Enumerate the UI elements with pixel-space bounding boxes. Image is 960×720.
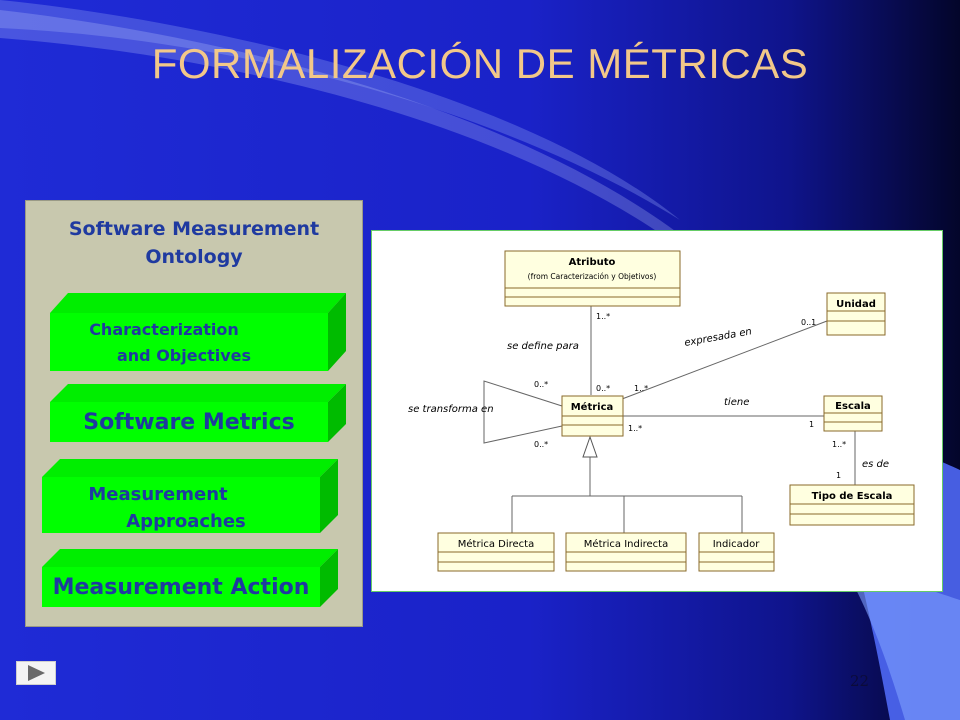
page-number: 22 [850, 672, 870, 690]
box-measurement-action-label: Measurement Action [52, 575, 310, 600]
class-unidad-box [826, 292, 886, 336]
box-characterization-line2: and Objectives [116, 346, 252, 365]
slide-title: FORMALIZACIÓN DE MÉTRICAS [151, 40, 809, 87]
generalization-arrow [582, 435, 598, 458]
box-measurement-approaches-line1: Measurement [88, 484, 228, 505]
assoc-label-expresada-en: expresada en [684, 326, 753, 349]
next-slide-button[interactable] [16, 661, 56, 685]
uml-diagram-panel: Atributo (from Caracterización y Objetiv… [371, 230, 943, 592]
triangle-right-icon [28, 665, 45, 681]
class-indicador-name: Indicador [713, 539, 761, 550]
class-tipo-escala-box [789, 484, 915, 526]
box-measurement-approaches-line2: Approaches [126, 511, 246, 532]
mult-metrica-unidad-start: 1..* [634, 384, 648, 393]
ontology-title-line1: Software Measurement [68, 218, 320, 240]
ontology-title: Software Measurement Ontology [26, 215, 362, 271]
class-tipo-escala-name: Tipo de Escala [812, 491, 893, 502]
class-escala-name: Escala [835, 401, 871, 412]
assoc-self [483, 380, 563, 444]
class-metrica-directa-name: Métrica Directa [458, 538, 534, 550]
mult-atributo-metrica-bottom: 0..* [596, 384, 610, 393]
box-software-metrics-label: Software Metrics [83, 410, 295, 435]
box-characterization-line1: Characterization [89, 320, 239, 339]
box-measurement-approaches-shape [42, 459, 338, 533]
mult-self-top: 0..* [534, 380, 548, 389]
mult-metrica-unidad-end: 0..1 [801, 318, 816, 327]
class-atributo-stereo: (from Caracterización y Objetivos) [528, 272, 657, 281]
mult-metrica-escala-end: 1 [809, 420, 814, 429]
assoc-metrica-unidad [621, 320, 828, 400]
box-characterization-shape [50, 293, 346, 371]
box-measurement-action-shape [42, 549, 338, 607]
assoc-label-tiene: tiene [724, 397, 749, 408]
class-metrica-name: Métrica [571, 401, 614, 413]
class-metrica-indirecta-name: Métrica Indirecta [584, 538, 668, 550]
mult-self-bottom: 0..* [534, 440, 548, 449]
uml-diagram: Atributo (from Caracterización y Objetiv… [408, 250, 915, 572]
box-software-metrics-shape [50, 384, 346, 442]
mult-atributo-metrica-top: 1..* [596, 312, 610, 321]
assoc-label-se-define-para: se define para [507, 341, 579, 352]
ontology-panel: Software Measurement Ontology Characteri… [25, 200, 363, 627]
mult-escala-tipo-top: 1..* [832, 440, 846, 449]
mult-metrica-escala-start: 1..* [628, 424, 642, 433]
ontology-title-line2: Ontology [145, 246, 243, 268]
assoc-label-se-transforma-en: se transforma en [408, 404, 494, 415]
assoc-label-es-de: es de [862, 459, 889, 470]
class-atributo-name: Atributo [569, 257, 616, 268]
mult-escala-tipo-bottom: 1 [836, 471, 841, 480]
class-unidad-name: Unidad [836, 299, 876, 310]
